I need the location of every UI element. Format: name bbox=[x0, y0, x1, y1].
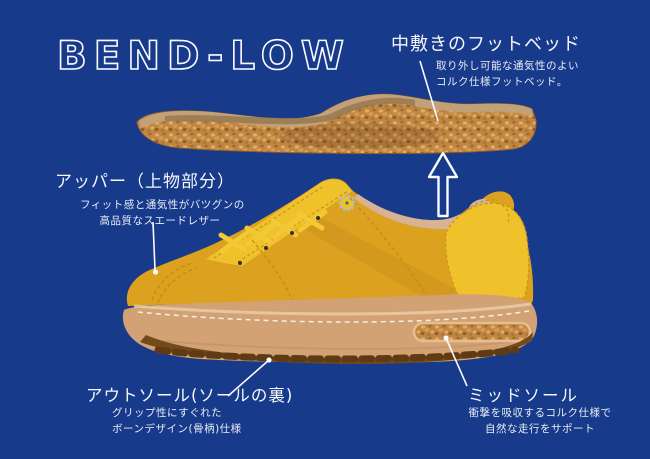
footbed-label: 中敷きのフットベッド bbox=[391, 34, 581, 55]
upper-desc-line1: フィット感と通気性がバツグンの bbox=[80, 199, 245, 211]
heel-counter bbox=[445, 202, 530, 301]
leader-line-midsole bbox=[443, 335, 468, 387]
collar-lining bbox=[354, 194, 473, 230]
footbed-desc-line2: コルク仕様フットベッド。 bbox=[436, 76, 568, 88]
arrow-up-icon bbox=[427, 151, 459, 218]
leader-line-outsole bbox=[227, 357, 272, 397]
midsole-desc-line2: 自然な走行をサポート bbox=[485, 423, 595, 435]
footbed-desc: 取り外し可能な通気性のよい コルク仕様フットベッド。 bbox=[436, 58, 579, 90]
logo-grommet-icon bbox=[338, 194, 356, 212]
outsole-label: アウトソール(ソールの裏) bbox=[86, 386, 294, 405]
upper-desc-line2: 高品質なスエードレザー bbox=[99, 215, 221, 227]
outsole-desc-line1: グリップ性にすぐれた bbox=[112, 407, 223, 419]
outsole-desc-line2: ボーンデザイン(骨柄)仕様 bbox=[112, 423, 242, 435]
midsole-label: ミッドソール bbox=[468, 386, 579, 405]
eyelets bbox=[238, 216, 320, 265]
leader-line-upper bbox=[152, 221, 159, 275]
midsole-desc-line1: 衝撃を吸収するコルク仕様で bbox=[468, 407, 612, 419]
shoe-outsole bbox=[140, 332, 533, 364]
shoe-upper bbox=[126, 178, 534, 306]
midsole-desc: 衝撃を吸収するコルク仕様で 自然な走行をサポート bbox=[455, 405, 625, 437]
footbed-desc-line1: 取り外し可能な通気性のよい bbox=[436, 60, 579, 72]
outsole-desc: グリップ性にすぐれた ボーンデザイン(骨柄)仕様 bbox=[112, 405, 242, 437]
stitching bbox=[151, 197, 429, 304]
shoe-illustration bbox=[122, 178, 538, 364]
upper-desc: フィット感と通気性がバツグンの 高品質なスエードレザー bbox=[80, 197, 245, 229]
page-title: BEND-LOW bbox=[57, 34, 351, 79]
footbed-illustration bbox=[136, 93, 537, 155]
upper-label: アッパー（上物部分） bbox=[55, 172, 235, 192]
leader-line-footbed bbox=[419, 60, 439, 122]
midsole-cork-window bbox=[412, 321, 532, 343]
